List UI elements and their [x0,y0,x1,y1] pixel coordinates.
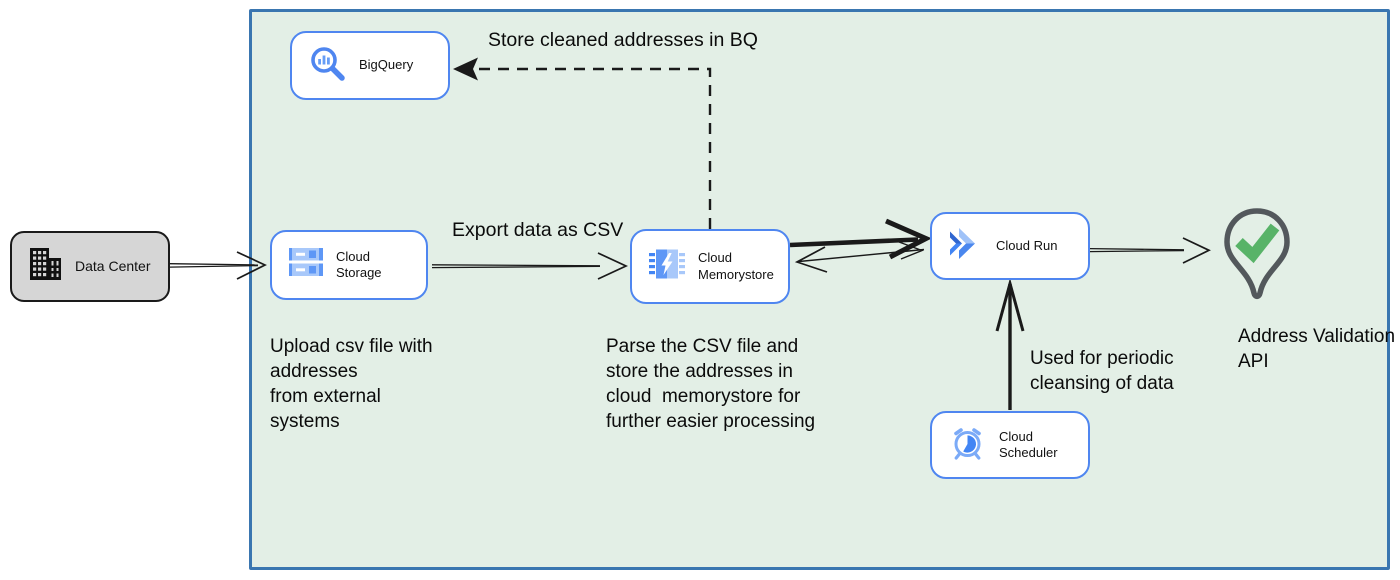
cloud-memorystore-label: Cloud Memorystore [698,250,774,282]
note-upload-csv: Upload csv file with addresses from exte… [270,336,433,432]
cloud-scheduler-label: Cloud Scheduler [999,428,1058,460]
label-export-data-csv: Export data as CSV [452,219,624,241]
address-validation-pin [1222,207,1292,307]
building-icon [29,247,62,287]
cloud-scheduler-icon [949,424,986,466]
cloud-memorystore-icon [649,246,685,288]
cloud-run-label: Cloud Run [996,237,1058,253]
node-bigquery: BigQuery [290,31,450,100]
node-data-center: Data Center [10,231,170,302]
bigquery-icon [309,45,346,87]
node-cloud-scheduler: Cloud Scheduler [930,411,1090,479]
pin-outline [1224,208,1290,300]
check-icon [1235,223,1280,264]
note-periodic-cleansing: Used for periodic cleansing of data [1030,348,1174,394]
label-store-cleaned-addresses: Store cleaned addresses in BQ [488,29,758,51]
node-cloud-run: Cloud Run [930,212,1090,280]
data-center-label: Data Center [75,257,151,274]
cloud-boundary-container [249,9,1390,570]
note-parse-csv: Parse the CSV file and store the address… [606,336,816,432]
bigquery-label: BigQuery [359,57,414,73]
cloud-run-icon [949,227,983,265]
cloud-storage-label: Cloud Storage [336,248,382,280]
node-cloud-storage: Cloud Storage [270,230,428,300]
node-cloud-memorystore: Cloud Memorystore [630,229,790,304]
cloud-storage-icon [289,247,323,283]
address-validation-label: Address Validation API [1238,326,1396,372]
